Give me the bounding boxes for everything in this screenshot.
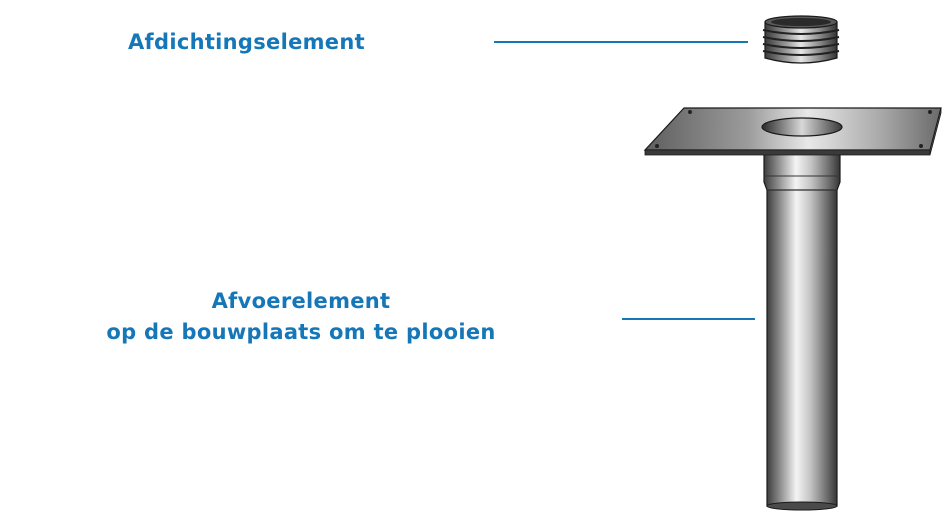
ribbed-seal-ring-icon [762, 15, 840, 64]
seal-label: Afdichtingselement [128, 30, 365, 54]
drain-label-line-2: op de bouwplaats om te plooien [106, 320, 496, 344]
drain-label-line-1: Afvoerelement [211, 289, 391, 313]
drain-label: Afvoerelement op de bouwplaats om te plo… [0, 286, 602, 348]
roof-drain-pipe-with-flange-icon [643, 107, 942, 511]
